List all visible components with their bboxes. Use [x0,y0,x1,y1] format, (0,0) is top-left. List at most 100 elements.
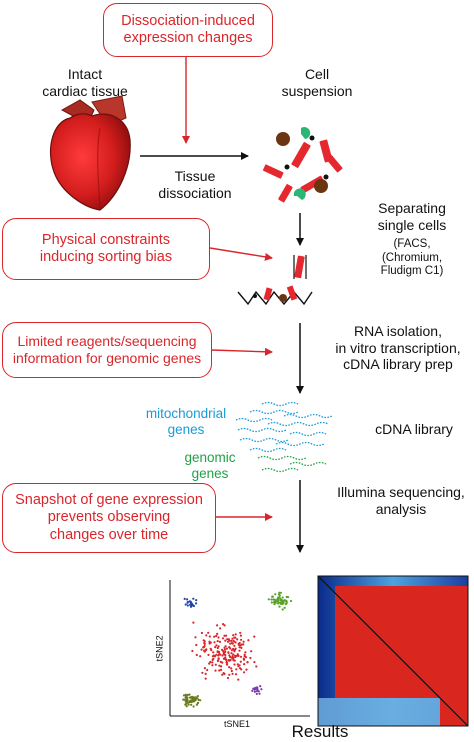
tsne-point [237,642,240,645]
bias-box-snapshot-line2: prevents observing [47,509,171,526]
tsne-point [194,602,198,605]
tsne-point [232,647,235,651]
tissue-dissociation-label: Tissue dissociation [140,168,250,201]
tsne-point [230,639,233,643]
separating-label-line1: Separating [378,200,446,216]
tsne-point [183,597,186,601]
tsne-point [186,693,189,697]
cdna-strands-icon [235,401,333,473]
tsne-point [232,653,235,656]
illumina-label-line2: analysis [375,500,427,517]
tsne-point [192,621,195,624]
tsne-point [184,693,187,696]
tsne-point [203,667,206,670]
bias-box-dissociation: Dissociation-induced expression changes [103,3,273,57]
tsne-point [239,644,242,647]
tsne-point [214,669,217,672]
tsne-point [196,695,199,698]
cell-suspension-label: Cell suspension [262,66,372,99]
tsne-point [218,640,222,644]
tsne-point [228,646,231,649]
tsne-point [218,669,221,672]
tsne-point [281,608,284,611]
genomic-genes-label-line1: genomic [184,450,236,465]
rna-isolation-label: RNA isolation, in vitro transcription, c… [322,323,474,373]
intact-tissue-label: Intact cardiac tissue [20,66,150,99]
tsne-point [200,631,203,635]
separating-label-line2: single cells [377,216,447,233]
tsne-point [208,662,211,665]
tsne-point [221,637,225,640]
tsne-point [229,642,232,645]
tsne-point [193,697,196,700]
tsne-point [208,640,211,643]
tsne-point [272,598,275,601]
tsne-point [247,639,250,642]
tsne-point [195,653,198,657]
tsne-point [191,700,194,703]
tsne-point [234,633,237,636]
tsne-point [235,654,238,657]
tsne-points [182,591,293,708]
tsne-point [279,599,282,602]
tsne-point [208,635,211,638]
tsne-point [233,644,236,647]
tsne-point [276,600,280,603]
tsne-point [211,664,214,667]
tsne-point [219,653,222,656]
tsne-point [239,631,242,634]
tsne-point [249,656,252,660]
tsne-point [232,639,235,643]
bias-arrow-2 [209,247,273,261]
tsne-point [191,649,194,653]
tsne-point [254,686,257,689]
tsne-point [211,661,214,664]
bias-box-sorting-line2: inducing sorting bias [39,249,173,265]
tsne-point [230,669,233,673]
tsne-point [221,654,224,657]
tsne-point [191,697,194,700]
tsne-point [282,601,285,604]
tsne-point [223,648,227,651]
illumina-label: Illumina sequencing, analysis [330,484,472,517]
tsne-point [190,601,193,604]
tsne-point [211,658,214,662]
tsne-point [240,668,243,671]
tsne-point [277,602,280,605]
tsne-point [199,699,202,702]
cdna-library-label: cDNA library [375,421,453,437]
tissue-dissociation-label-line2: dissociation [158,184,232,201]
cell-suspension-icon [262,127,343,203]
tsne-point [237,654,240,658]
tsne-point [216,640,219,643]
tsne-point [253,688,256,691]
tsne-point [270,601,273,604]
tsne-point [221,648,224,652]
tsne-point [242,643,245,646]
tsne-point [192,705,195,708]
tsne-point [223,646,226,649]
tsne-point [211,655,214,658]
tsne-point [255,690,259,693]
tsne-point [194,636,197,639]
tsne-point [281,602,284,606]
tsne-point [219,627,222,630]
tsne-point [222,653,225,656]
tsne-point [235,668,238,671]
rna-isolation-label-line2: in vitro transcription, [335,339,461,356]
tsne-point [190,604,193,607]
tsne-point [267,598,270,601]
tsne-point [230,652,233,655]
tsne-point [221,661,224,664]
tsne-point [231,637,234,640]
tsne-point [253,690,256,693]
tsne-point [189,603,192,606]
tsne-point [234,641,237,644]
tsne-point [184,603,187,606]
tsne-point [278,605,281,608]
tsne-point [195,599,198,602]
plate-wells-icon [237,285,313,306]
tsne-point [223,624,226,627]
tsne-point [243,663,246,666]
tsne-point [245,668,248,671]
